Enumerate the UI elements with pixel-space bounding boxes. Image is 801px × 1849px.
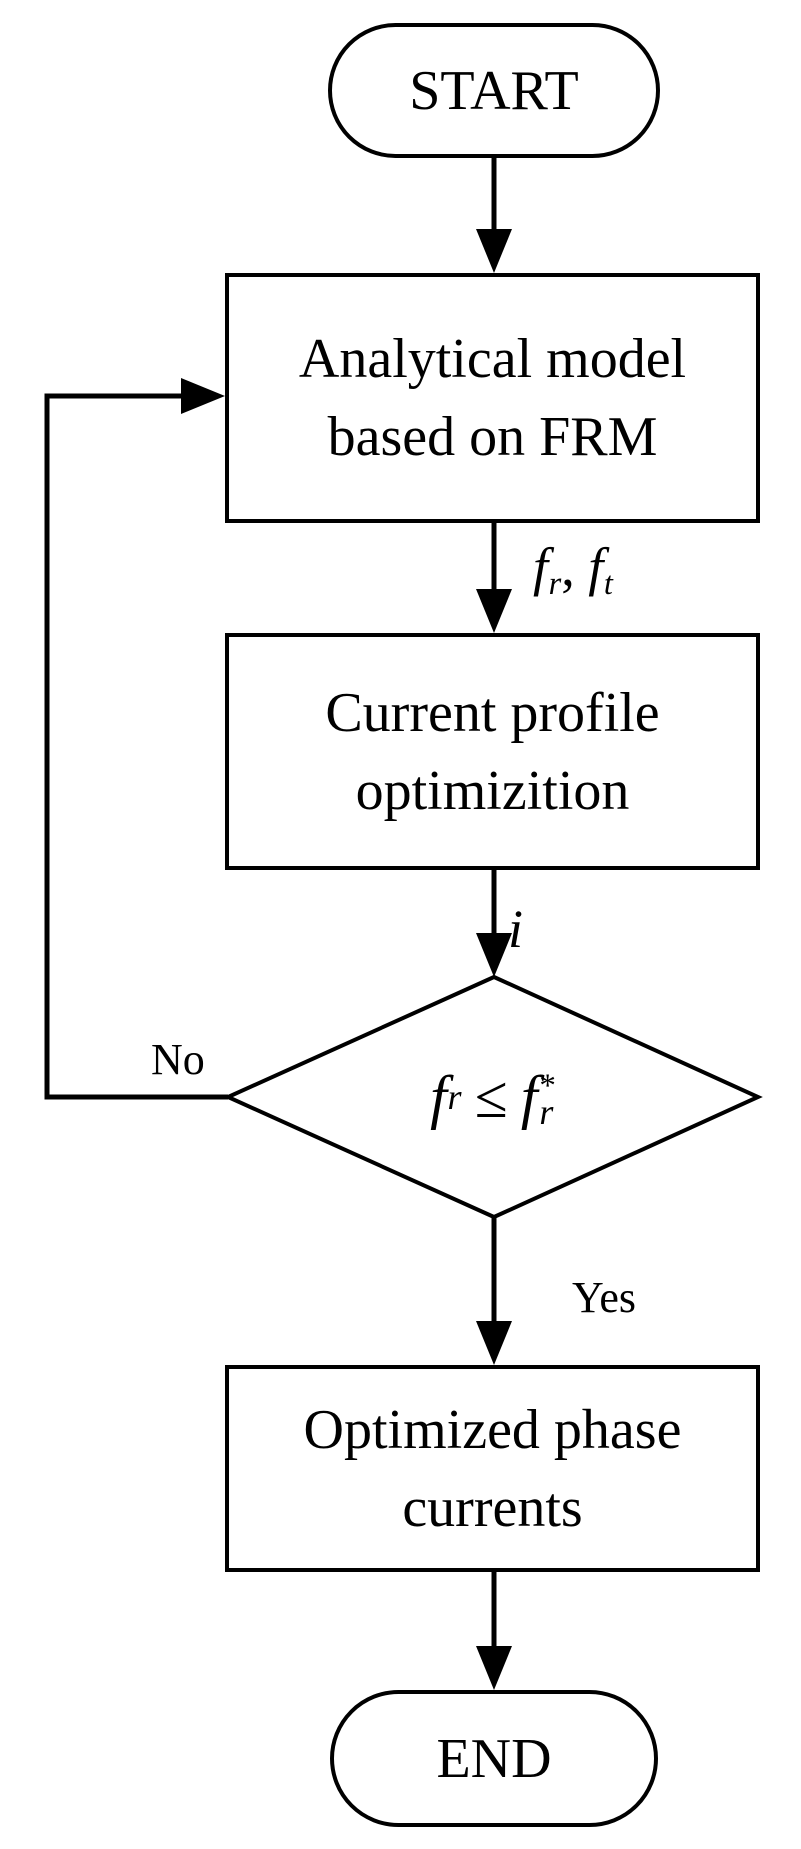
result-process-box: Optimized phase currents [225,1365,760,1572]
start-label: START [409,59,579,122]
edge-label-i: i [508,899,524,959]
model-process-box: Analytical model based on FRM [225,273,760,523]
result-label-line2: currents [402,1476,583,1539]
arrow-result-to-end [476,1570,512,1690]
optimization-process-box: Current profile optimizition [225,633,760,870]
loop-no-connector [44,378,228,1100]
model-label-line2: based on FRM [327,406,658,468]
optimization-label-line1: Current profile [325,681,660,744]
yes-label: Yes [572,1273,637,1322]
arrow-optimization-to-decision [476,868,512,977]
end-label: END [436,1727,552,1790]
start-terminator: START [328,23,660,158]
edge-label-fr-ft: fr, ft [533,537,613,603]
decision-rhs-subsup: *r [539,1067,556,1132]
arrow-decision-to-result [476,1215,512,1365]
result-label-line1: Optimized phase [303,1398,682,1461]
no-label: No [151,1035,205,1084]
arrow-start-to-model [476,156,512,273]
arrow-model-to-optimization [476,521,512,633]
model-label-line1: Analytical model [298,328,687,390]
end-terminator: END [330,1690,658,1827]
optimization-label-line2: optimizition [355,759,630,822]
decision-diamond-shape [223,974,763,1220]
